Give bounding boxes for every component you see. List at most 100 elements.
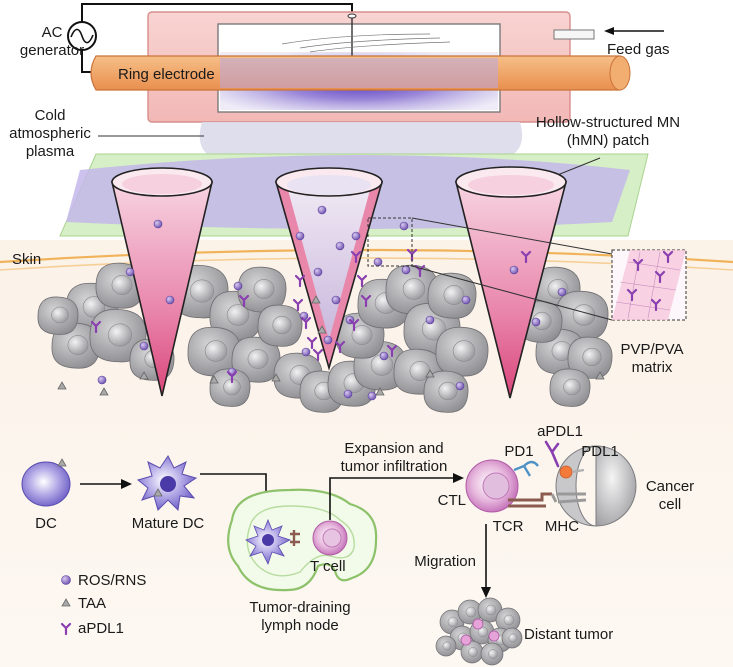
infiltrating-t-cell: [460, 634, 472, 646]
dendritic-cell-icon: [21, 458, 71, 507]
t-cell-label: T cell: [310, 558, 346, 575]
ros-rns-particle: [455, 381, 465, 391]
ros-rns-particle: [401, 265, 411, 275]
feed-gas-arrowhead-icon: [604, 27, 614, 35]
legend: ROS/RNS TAA aPDL1: [60, 572, 146, 637]
tissue-cell: [555, 290, 609, 341]
tcr-label: TCR: [493, 518, 524, 535]
ring-plasma-through: [220, 58, 498, 88]
microneedle-left: [110, 167, 214, 397]
tumor-cell: [480, 642, 504, 666]
migration-label: Migration: [414, 553, 476, 570]
ros-rns-particle: [165, 295, 175, 305]
hmn-patch-label: Hollow-structured MN(hMN) patch: [536, 114, 680, 149]
gas-flow-lines: [281, 33, 451, 53]
ros-rns-particle: [379, 351, 389, 361]
ros-rns-particle: [399, 221, 409, 231]
ctl-cell-icon: [465, 459, 519, 513]
tissue-cell: [435, 326, 489, 377]
ros-rns-dot-icon: [61, 575, 71, 585]
ros-rns-particle: [461, 295, 471, 305]
microneedle-right: [454, 166, 568, 399]
mature-dc-icon: [136, 455, 198, 512]
apdl1-receptor-label: aPDL1: [537, 423, 583, 440]
lymph-node-inner: [246, 505, 355, 577]
ros-rns-particle: [153, 219, 163, 229]
ros-rns-particle: [323, 335, 333, 345]
generator-wire-top: [81, 3, 353, 26]
arrow-lymph-to-ctl: [329, 477, 454, 520]
pdl1-label: PDL1: [581, 443, 619, 460]
legend-label-ros-rns: ROS/RNS: [78, 572, 146, 589]
mature-dc-label: Mature DC: [132, 515, 205, 532]
tissue-cell: [187, 326, 241, 377]
tissue-cell: [257, 304, 303, 347]
lymph-node-outline: [227, 488, 378, 592]
epidermal-cell-cluster: [37, 262, 613, 413]
tissue-cell: [209, 368, 251, 407]
ros-rns-particle: [125, 267, 135, 277]
legend-label-taa: TAA: [78, 595, 106, 612]
tissue-cell: [427, 272, 477, 319]
ros-rns-particle: [317, 205, 327, 215]
ros-rns-particle: [351, 231, 361, 241]
feed-gas-label: Feed gas: [607, 41, 670, 58]
ros-rns-particle: [233, 281, 243, 291]
distant-tumor-icon: [435, 597, 523, 666]
arrowhead-dc-icon: [121, 479, 132, 489]
ros-rns-particle: [343, 389, 353, 399]
pd1-label: PD1: [504, 443, 533, 460]
mhc-label: MHC: [545, 518, 579, 535]
ring-electrode-label: Ring electrode: [118, 66, 215, 83]
tumor-cell: [435, 635, 457, 657]
arrow-mature-to-lymph: [200, 473, 267, 496]
tumor-cell: [501, 627, 523, 649]
ros-rns-particle: [331, 295, 341, 305]
zoom-line-top: [411, 217, 613, 255]
ros-rns-particle: [313, 267, 323, 277]
ros-rns-particle: [367, 391, 377, 401]
distant-tumor-label: Distant tumor: [524, 626, 613, 643]
pd1-receptor-icon: [513, 460, 539, 477]
microneedle-hollow-center: [274, 167, 384, 371]
feed-gas-tube: [553, 29, 595, 40]
arrowhead-ctl-icon: [453, 473, 464, 483]
electrode-tip-icon: [347, 13, 357, 19]
tissue-cell: [567, 336, 613, 379]
tumor-cell: [457, 599, 483, 625]
infiltrating-t-cell: [488, 630, 500, 642]
pvp-pva-zoom-inset: [611, 249, 687, 321]
pdl1-ligand-icon: [559, 465, 573, 479]
mhc-receptor-icon: [550, 492, 587, 504]
cold-plasma-plume: [199, 122, 523, 158]
lymph-dc-icon: [245, 518, 292, 566]
ros-rns-particle: [531, 317, 541, 327]
tissue-cell: [423, 370, 469, 413]
dc-label: DC: [35, 515, 57, 532]
ros-rns-particles: [97, 205, 567, 401]
ring-electrode-edge: [609, 55, 631, 91]
tissue-cell: [237, 266, 287, 313]
ctl-label: CTL: [438, 492, 466, 509]
ros-rns-particle: [301, 347, 311, 357]
migration-arrowhead-icon: [481, 587, 491, 598]
ac-sine-icon: [70, 28, 94, 44]
tissue-cell: [549, 368, 591, 407]
zoom-line-bottom: [411, 265, 613, 321]
ros-rns-particle: [139, 341, 149, 351]
ros-rns-particle: [425, 315, 435, 325]
ros-rns-particle: [97, 375, 107, 385]
tcr-mhc-synapse-icon: [290, 530, 300, 546]
tissue-cell: [37, 296, 79, 335]
infiltrating-t-cell: [472, 618, 484, 630]
legend-label-apdl1: aPDL1: [78, 620, 124, 637]
tumor-cell: [477, 597, 503, 623]
ros-rns-particle: [295, 231, 305, 241]
tissue-cell: [385, 264, 439, 315]
